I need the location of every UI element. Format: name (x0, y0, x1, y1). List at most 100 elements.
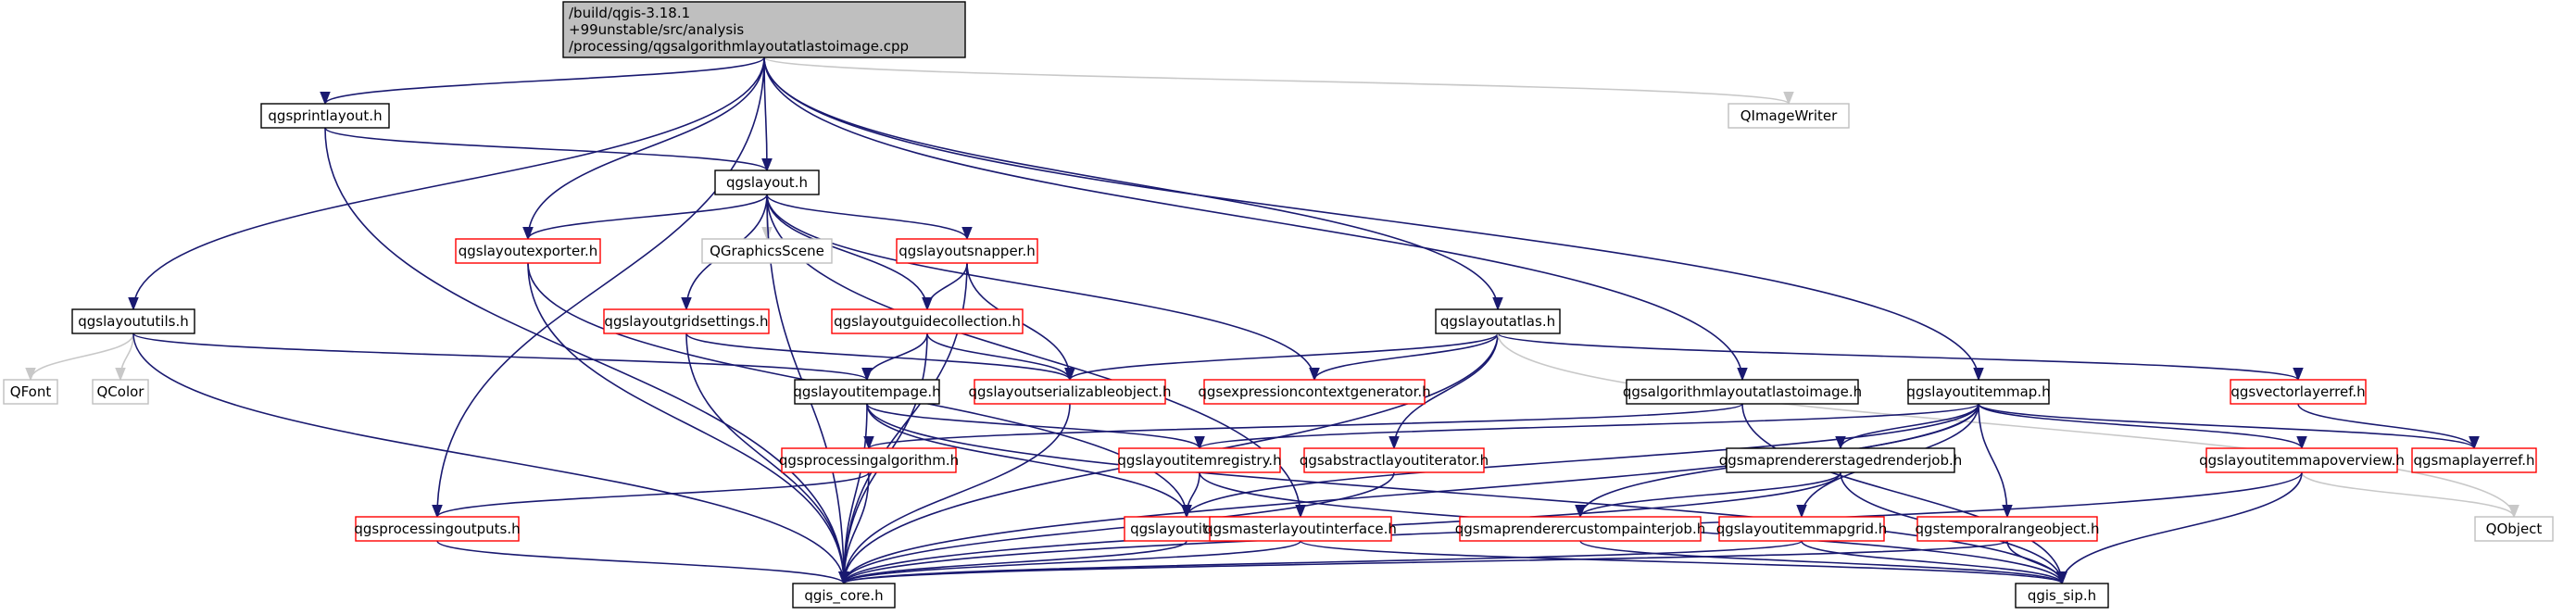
node-box (1728, 103, 1850, 129)
edge-qgslayoutitemregistry-to-qgslayoutitem (1181, 471, 1200, 519)
edge-qgslayoutitemmap-to-qgstemporalrangeobject (1978, 403, 2013, 519)
node-box (1916, 516, 2098, 542)
edge-qgslayoututils-to-qfont (25, 333, 134, 382)
node-label: qgslayoutsnapper.h (898, 243, 1036, 259)
node-label: qgsmaprenderercustompainterjob.h (1455, 521, 1705, 537)
node-qgslayoutitemmapgrid[interactable]: qgslayoutitemmapgrid.h (1716, 516, 1888, 542)
node-label: qgsmaprendererstagedrenderjob.h (1719, 452, 1963, 469)
edge-qgslayoutitemmapoverview-to-qgis_sip (2056, 471, 2303, 585)
node-qgslayoutitempage[interactable]: qgslayoutitempage.h (793, 379, 941, 405)
node-label: qgis_core.h (804, 587, 883, 605)
node-box (2230, 379, 2367, 405)
edge-qgsprocessingalgorithm-to-qgsprocessingoutputs (432, 471, 870, 519)
node-box (1303, 447, 1485, 473)
node-qgslayoutgridsettings[interactable]: qgslayoutgridsettings.h (603, 308, 770, 334)
node-box (92, 379, 149, 405)
node-qgsmaplayerref[interactable]: qgsmaplayerref.h (2411, 447, 2537, 473)
node-qgsprintlayout[interactable]: qgsprintlayout.h (260, 103, 390, 129)
node-qgsvectorlayerref[interactable]: qgsvectorlayerref.h (2230, 379, 2367, 405)
edge-qgsprintlayout-to-qgis_core (324, 127, 849, 585)
edge-qgsmaprendererstagedrenderjob-to-qgsmaprenderercustompainterjob (1575, 471, 1841, 519)
edge-qgslayoutitemmap-to-qgslayoutitem (1181, 403, 1979, 519)
node-qgsprocessingoutputs[interactable]: qgsprocessingoutputs.h (354, 516, 521, 542)
node-box (603, 308, 770, 334)
edge-root-to-qgsprocessingoutputs (432, 56, 765, 519)
node-root[interactable]: /build/qgis-3.18.1+99unstable/src/analys… (562, 1, 966, 58)
node-qgslayoutguidecollection[interactable]: qgslayoutguidecollection.h (831, 308, 1024, 334)
node-qgsmaprenderercustompainterjob[interactable]: qgsmaprenderercustompainterjob.h (1455, 516, 1705, 542)
node-label: qgis_sip.h (2028, 587, 2096, 605)
node-box (896, 238, 1038, 264)
edge-qgslayoutitemmap-to-qgsmaplayerref (1978, 403, 2480, 450)
node-qgslayoutserializableobject[interactable]: qgslayoutserializableobject.h (968, 379, 1172, 405)
edge-qgslayoututils-to-qcolor (115, 333, 134, 382)
node-qgsprocessingalgorithm[interactable]: qgsprocessingalgorithm.h (779, 447, 959, 473)
edge-qgslayoutitempage-to-qgis_core (838, 403, 868, 585)
node-qgsmaprendererstagedrenderjob[interactable]: qgsmaprendererstagedrenderjob.h (1719, 447, 1963, 473)
edge-qgslayoutitempage-to-qgslayoutitem (866, 403, 1192, 519)
edge-qgslayoututils-to-qgslayoutitempage (132, 333, 873, 382)
edge-qgslayoutitemmapgrid-to-qgis_sip (1801, 540, 2067, 585)
edge-root-to-qgsprintlayout (320, 56, 765, 106)
node-qgslayoututils[interactable]: qgslayoututils.h (71, 308, 195, 334)
node-qgslayoutexporter[interactable]: qgslayoutexporter.h (455, 238, 601, 264)
edge-qgsprintlayout-to-qgslayout (324, 127, 773, 172)
node-box (562, 1, 966, 58)
node-qobject: QObject (2474, 516, 2554, 542)
node-label: +99unstable/src/analysis (569, 21, 744, 38)
edge-qgslayoutitemmap-to-qgsmaprendererstagedrenderjob (1835, 403, 1979, 450)
node-label: QObject (2486, 521, 2543, 537)
node-label: qgslayoutitemmapoverview.h (2199, 452, 2405, 469)
node-qgsalgorithmlayoutatlastoimage[interactable]: qgsalgorithmlayoutatlastoimage.h (1623, 379, 1862, 405)
node-box (701, 238, 833, 264)
edge-qgslayoutitemmapoverview-to-qobject (2301, 471, 2519, 519)
edge-root-to-qgslayoutexporter (522, 56, 765, 241)
node-qgis_core[interactable]: qgis_core.h (792, 583, 896, 609)
node-label: /processing/qgsalgorithmlayoutatlastoima… (569, 38, 909, 55)
edge-qgslayoutserializableobject-to-qgis_core (838, 403, 1071, 585)
node-qgis_sip[interactable]: qgis_sip.h (2015, 583, 2109, 609)
node-box (1209, 516, 1392, 542)
edge-qgslayoutgridsettings-to-qgslayoutserializableobject (685, 333, 1075, 382)
node-qgsmasterlayoutinterface[interactable]: qgsmasterlayoutinterface.h (1204, 516, 1397, 542)
node-qgslayoutitemmap[interactable]: qgslayoutitemmap.h (1906, 379, 2051, 405)
node-label: qgslayoutserializableobject.h (968, 383, 1171, 400)
node-box (1726, 447, 1955, 473)
edge-qgslayoutitem-to-qgis_core (838, 540, 1187, 585)
node-box (714, 169, 820, 195)
node-box (455, 238, 601, 264)
node-label: qgsprocessingalgorithm.h (779, 452, 959, 469)
node-qimagewriter: QImageWriter (1728, 103, 1850, 129)
node-qgslayoutatlas[interactable]: qgslayoutatlas.h (1435, 308, 1561, 334)
node-qgstemporalrangeobject[interactable]: qgstemporalrangeobject.h (1916, 516, 2100, 542)
node-qgslayoutsnapper[interactable]: qgslayoutsnapper.h (896, 238, 1038, 264)
edge-qgslayoutitempage-to-qgslayoutitemregistry (866, 403, 1205, 450)
node-qgsabstractlayoutiterator[interactable]: qgsabstractlayoutiterator.h (1300, 447, 1489, 473)
edge-qgslayoutitemmap-to-qgis_core (838, 403, 1979, 585)
edge-qgstemporalrangeobject-to-qgis_sip (2006, 540, 2067, 585)
node-qgraphicsscene: QGraphicsScene (701, 238, 833, 264)
edge-qgslayoutatlas-to-qgsabstractlayoutiterator (1389, 333, 1499, 450)
edge-qgsmasterlayoutinterface-to-qgis_core (838, 540, 1301, 585)
node-label: qgsprintlayout.h (268, 107, 382, 124)
edge-root-to-qgsalgorithmlayoutatlastoimage (763, 56, 1748, 382)
edge-qgstemporalrangeobject-to-qgis_core (838, 540, 2008, 585)
node-qgslayoutitemmapoverview[interactable]: qgslayoutitemmapoverview.h (2199, 447, 2405, 473)
node-label: qgslayoutexporter.h (459, 243, 598, 259)
node-qgslayout[interactable]: qgslayout.h (714, 169, 820, 195)
edge-qgslayout-to-qgslayoutsnapper (766, 194, 973, 241)
node-qgslayoutitemregistry[interactable]: qgslayoutitemregistry.h (1117, 447, 1282, 473)
edge-qgslayout-to-qgslayoutguidecollection (766, 194, 933, 311)
node-box (794, 379, 940, 405)
node-label: qgslayoutgridsettings.h (604, 313, 768, 330)
edge-qgsalgorithmlayoutatlastoimage-to-qgis_sip (1741, 403, 2067, 585)
node-qgsexpressioncontextgenerator[interactable]: qgsexpressioncontextgenerator.h (1198, 379, 1431, 405)
node-qfont: QFont (3, 379, 58, 405)
node-box (355, 516, 520, 542)
edge-qgslayoutitemmapgrid-to-qgis_core (838, 540, 1803, 585)
edge-root-to-qgslayout (761, 56, 773, 172)
node-label: QImageWriter (1740, 107, 1838, 124)
edge-root-to-qgslayoutitemmap (763, 56, 1984, 382)
edge-qgsmasterlayoutinterface-to-qgis_sip (1300, 540, 2067, 585)
